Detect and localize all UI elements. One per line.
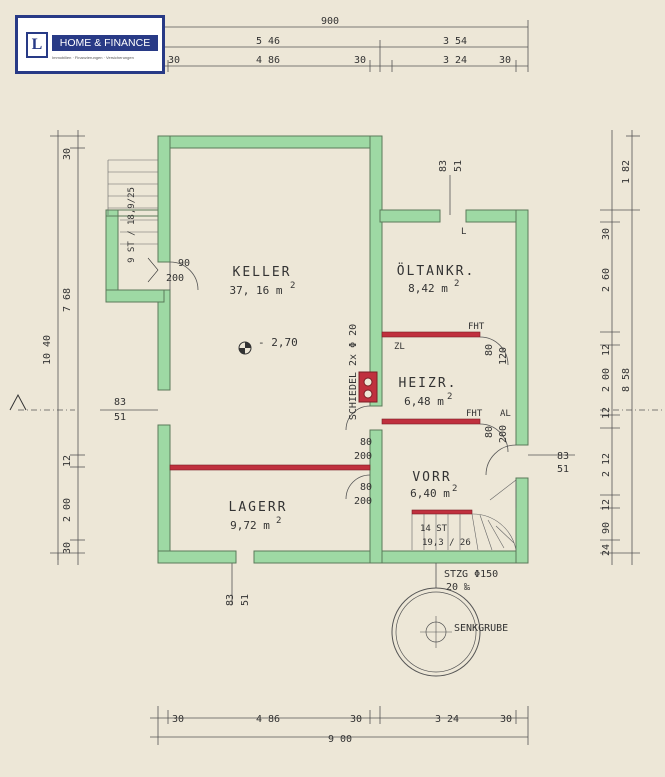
door-heiz-left-width: 80 — [360, 437, 372, 448]
door-oel-height: 120 — [498, 347, 509, 365]
window-right-height: 51 — [557, 464, 569, 475]
dim-right-row-5: 2 12 — [601, 453, 612, 477]
dim-top-right: 3 54 — [443, 36, 467, 47]
dim-left-row-0: 30 — [62, 148, 73, 160]
window-right-width: 83 — [557, 451, 569, 462]
room-vorr-name: VORR — [412, 470, 451, 485]
door-lager-width: 80 — [360, 482, 372, 493]
dim-right-row-8: 24 — [601, 544, 612, 556]
logo-tagline: Immobilien · Finanzierungen · Versicheru… — [52, 55, 134, 60]
company-logo[interactable]: L HOME & FINANCE Immobilien · Finanzieru… — [15, 15, 165, 74]
room-lager-area: 9,72 m — [230, 519, 270, 532]
room-lager-name: LAGERR — [229, 500, 288, 515]
logo-name: HOME & FINANCE — [52, 35, 158, 51]
door-heiz-right-height: 200 — [498, 425, 509, 443]
window-top-width: 83 — [438, 160, 449, 172]
room-lager-sup: 2 — [276, 516, 281, 526]
dim-right-row-2: 12 — [601, 344, 612, 356]
room-vorr-sup: 2 — [452, 484, 457, 494]
septic-tank — [391, 563, 481, 677]
room-keller-name: KELLER — [233, 265, 292, 280]
dim-left-row-2: 2 00 — [62, 498, 73, 522]
room-keller-sup: 2 — [290, 281, 295, 291]
air-outlet: AL — [500, 409, 511, 419]
septic-label: SENKGRUBE — [454, 623, 508, 634]
dim-top-row-1: 4 86 — [256, 55, 280, 66]
chimney-label: SCHIEDEL 2x Φ 20 — [348, 324, 359, 420]
room-heiz-name: HEIZR. — [399, 376, 458, 391]
window-top-height: 51 — [453, 160, 464, 172]
room-vorr-area: 6,40 m — [410, 487, 450, 500]
door-heiz-left-height: 200 — [354, 451, 372, 462]
dim-bottom-row-3: 3 24 — [435, 714, 459, 725]
dim-left-row-3: 30 — [62, 542, 73, 554]
level-marker-icon — [238, 341, 252, 355]
window-bottom-height: 51 — [240, 594, 251, 606]
dim-right-row-4: 12 — [601, 407, 612, 419]
dim-bottom-total: 9 00 — [328, 734, 352, 745]
dim-top-left: 5 46 — [256, 36, 280, 47]
stair-ratio: 19,3 / 26 — [422, 538, 471, 548]
walls — [105, 135, 529, 564]
door-swings — [169, 261, 517, 500]
room-keller-area: 37, 16 m — [230, 284, 283, 297]
window-left-height: 51 — [114, 412, 126, 423]
dim-right-row-7: 90 — [601, 522, 612, 534]
external-stair — [107, 159, 159, 283]
logo-mark: L — [26, 32, 48, 58]
room-heiz-area: 6,48 m — [404, 395, 444, 408]
external-stair-label: 9 ST / 18,9/25 — [127, 187, 137, 263]
dim-right-total: 8 58 — [621, 368, 632, 392]
dim-top-row-2: 30 — [354, 55, 366, 66]
fire-walls — [169, 331, 481, 515]
dim-top-row-3: 3 24 — [443, 55, 467, 66]
room-oeltank-area: 8,42 m — [408, 282, 448, 295]
dim-top-row-0: 30 — [168, 55, 180, 66]
door-oel-width: 80 — [484, 344, 495, 356]
drain-slope: 20 ‰ — [446, 582, 471, 593]
window-left-width: 83 — [114, 397, 126, 408]
section-arrow-icon — [9, 393, 27, 411]
window-bottom-width: 83 — [225, 594, 236, 606]
dim-bottom-row-4: 30 — [500, 714, 512, 725]
dim-bottom-row-0: 30 — [172, 714, 184, 725]
dim-left-total: 10 40 — [42, 335, 53, 365]
dim-right-row-0: 30 — [601, 228, 612, 240]
floor-level: - 2,70 — [258, 336, 298, 349]
room-oeltank-name: ÖLTANKR. — [397, 262, 476, 279]
dim-bottom-row-2: 30 — [350, 714, 362, 725]
dim-top-row-4: 30 — [499, 55, 511, 66]
dim-right-row-3: 2 00 — [601, 368, 612, 392]
dim-left-main: 7 68 — [62, 288, 73, 312]
room-heiz-sup: 2 — [447, 392, 452, 402]
dim-bottom-row-1: 4 86 — [256, 714, 280, 725]
dimension-lines — [18, 20, 662, 745]
dim-right-row-1: 2 60 — [601, 268, 612, 292]
room-oeltank-sup: 2 — [454, 279, 459, 289]
vent-mark: L — [461, 227, 466, 237]
door-keller-height: 200 — [166, 273, 184, 284]
dim-right-row-6: 12 — [601, 499, 612, 511]
drain-pipe: STZG Φ150 — [444, 569, 498, 580]
stair-steps: 14 ST — [420, 524, 448, 534]
internal-stair — [411, 479, 517, 551]
chimney — [358, 371, 378, 403]
fire-door-1: FHT — [468, 322, 485, 332]
door-lager-height: 200 — [354, 496, 372, 507]
door-heiz-right-width: 80 — [484, 426, 495, 438]
door-keller-width: 90 — [178, 258, 190, 269]
air-inlet: ZL — [394, 342, 405, 352]
dim-right-top: 1 82 — [621, 160, 632, 184]
dim-left-row-1: 12 — [62, 455, 73, 467]
fire-door-2: FHT — [466, 409, 483, 419]
dim-top-total: 900 — [321, 16, 339, 27]
